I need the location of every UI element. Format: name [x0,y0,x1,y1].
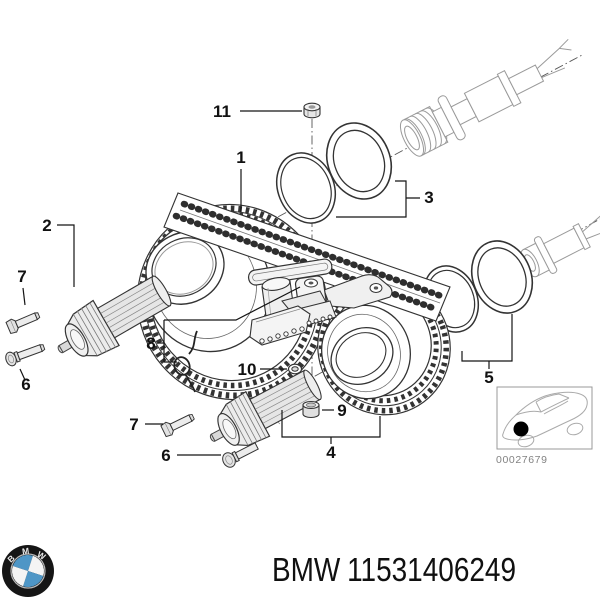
part-number: BMW11531406249 [272,551,516,588]
callout-6-top: 6 [21,375,30,394]
inset-code: 00027679 [496,454,548,466]
callout-2: 2 [42,216,51,235]
callout-10: 10 [238,360,257,379]
camshaft-intake [520,207,600,278]
svg-text:B: B [5,553,16,565]
nut-item-11 [303,102,321,119]
callout-5: 5 [484,368,493,387]
callout-8: 8 [146,334,155,353]
left-splined-shaft [57,275,172,357]
car-outline [502,391,588,448]
callout-3: 3 [424,188,433,207]
washer-item-10 [287,363,303,375]
camshaft-exhaust [399,38,572,157]
plug-item-9 [302,400,320,419]
callout-7-top: 7 [17,267,26,286]
right-cam-sprocket [317,278,451,416]
callout-4: 4 [326,443,336,462]
callout-1: 1 [236,148,245,167]
bolt-6-bottom [222,442,259,468]
callout-6-bottom: 6 [161,446,170,465]
chain-tensioner [247,258,393,346]
vehicle-inset: 00027679 [496,386,593,466]
callout-11: 11 [213,102,231,121]
callout-9: 9 [337,401,346,420]
callout-labels: 11 1 2 3 5 7 6 7 6 8 10 9 4 [17,102,493,465]
bmw-logo: B M W [2,545,54,597]
bolt-7-bottom [160,413,195,438]
bmw-logo-quadrants [12,555,44,587]
callout-7-bottom: 7 [129,415,138,434]
svg-text:M: M [21,546,29,557]
bolt-6-top [5,344,46,367]
spring-item-8 [173,330,198,393]
bottom-splined-shaft [209,369,322,447]
leader-lines [19,110,513,456]
sealing-rings-top [275,122,393,224]
part-location-dot [513,421,529,437]
bolt-7-top [5,312,41,335]
